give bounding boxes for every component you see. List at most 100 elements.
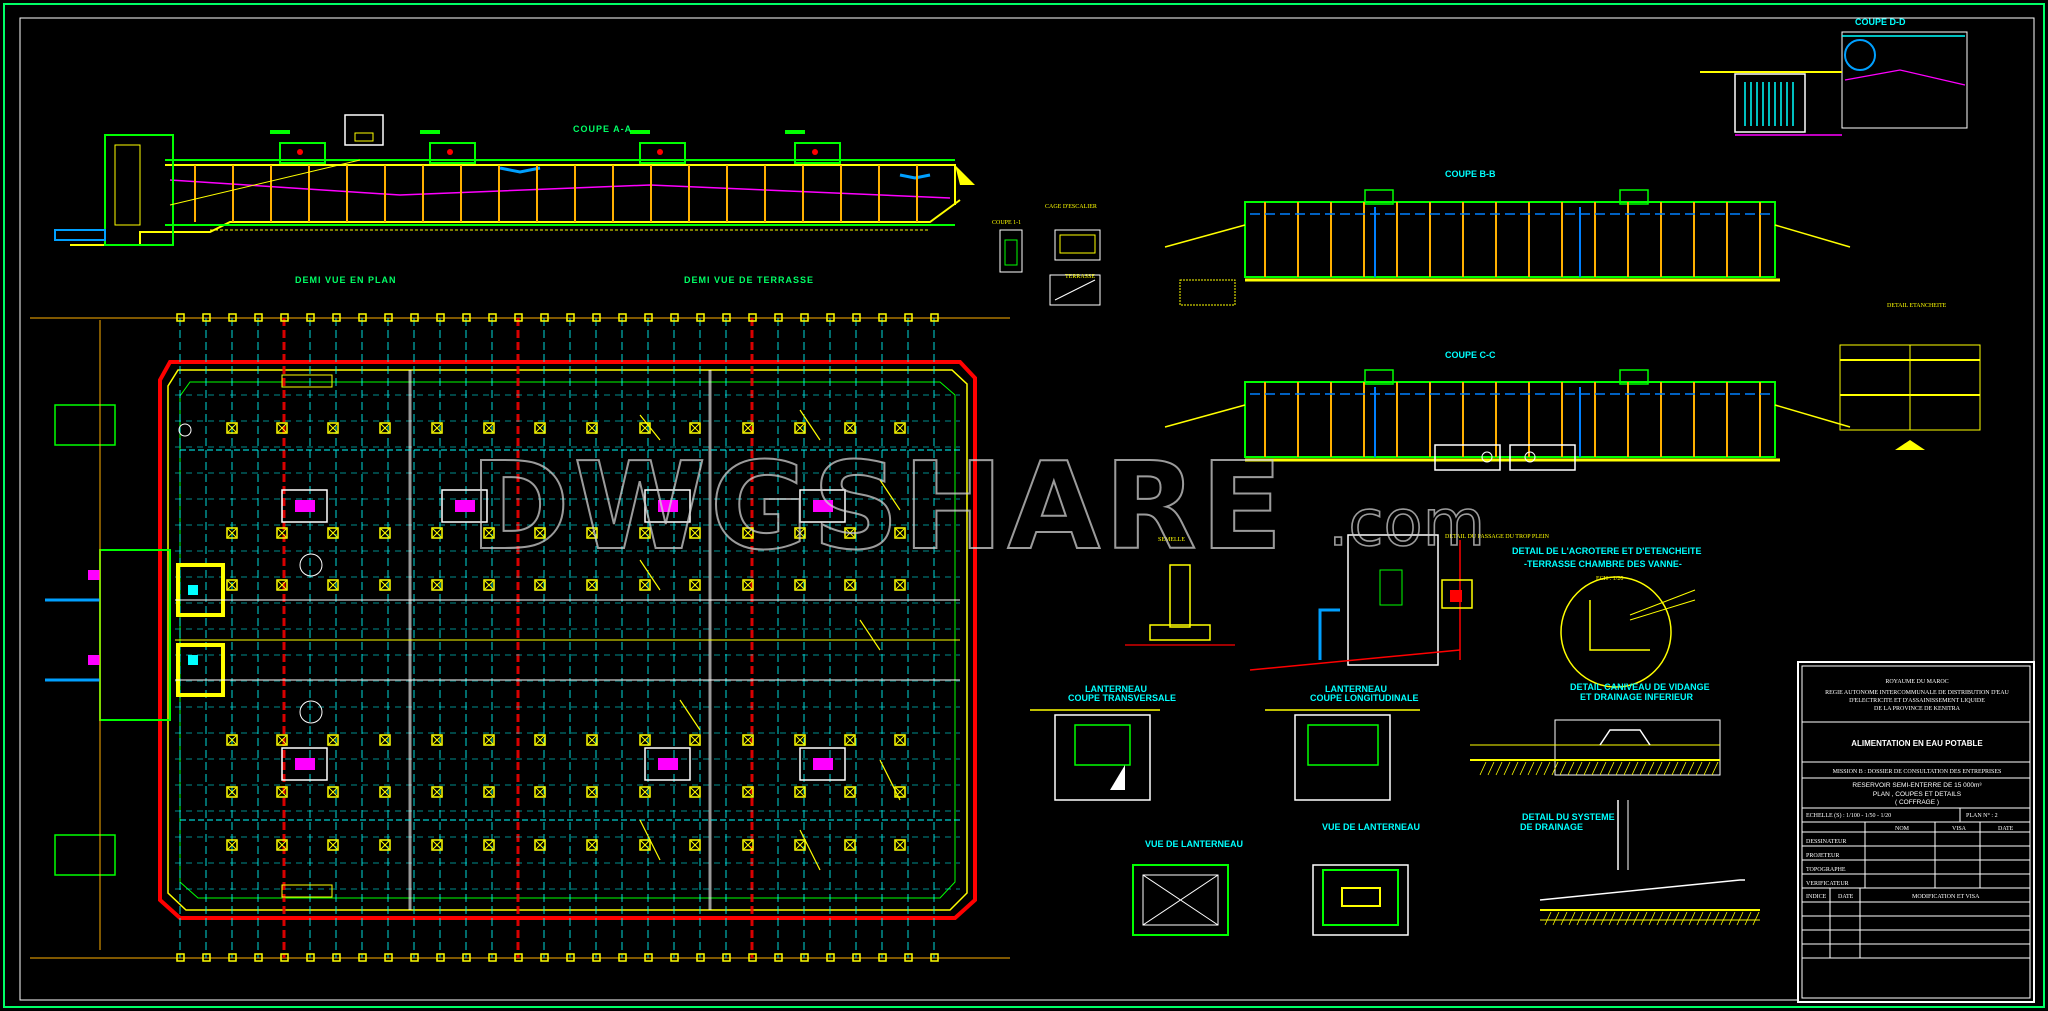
- pillar-cross: [432, 580, 442, 590]
- detail-drainage-title-1: DETAIL DU SYSTEME: [1522, 812, 1615, 822]
- hatch-line: [1487, 761, 1495, 776]
- tb-row-verificateur: VERIFICATEUR: [1806, 881, 1849, 887]
- tb-org-3: DE LA PROVINCE DE KENITRA: [1874, 706, 1961, 712]
- pillar: [534, 422, 546, 434]
- coupe-aa-columns: [194, 165, 918, 222]
- detail-caniveau-title-1: DETAIL CANIVEAU DE VIDANGE: [1570, 682, 1710, 692]
- coupe-aa-title: COUPE A-A: [573, 124, 632, 134]
- pillar: [794, 422, 806, 434]
- grid-column-tag: [852, 953, 861, 962]
- coupe-aa-section: COUPE A-A: [54, 114, 975, 246]
- slope-mark: [639, 819, 661, 861]
- grid-column-tag: [826, 953, 835, 962]
- pillar: [639, 734, 651, 746]
- pillar-cross: [380, 580, 390, 590]
- pillar: [894, 527, 906, 539]
- pillar-cross: [432, 735, 442, 745]
- pillar: [379, 839, 391, 851]
- slope-mark: [799, 829, 821, 871]
- hatch-line: [1599, 761, 1607, 776]
- pillar: [431, 579, 443, 591]
- pillar: [894, 579, 906, 591]
- pillar-cross: [328, 735, 338, 745]
- pillar-cross: [795, 528, 805, 538]
- hatch-line: [1591, 761, 1599, 776]
- slope-mark: [879, 479, 901, 511]
- pillar: [689, 579, 701, 591]
- grid-column-tag: [280, 953, 289, 962]
- pillar: [276, 579, 288, 591]
- detail-etancheite-title: DETAIL ETANCHEITE: [1887, 303, 1947, 309]
- tb-rev-indice: INDICE: [1806, 894, 1827, 900]
- pillar-cross: [380, 528, 390, 538]
- pillar: [379, 527, 391, 539]
- pillar: [639, 786, 651, 798]
- grid-column-tag: [410, 313, 419, 322]
- pillar: [431, 734, 443, 746]
- grid-column-tag: [514, 313, 523, 322]
- hatch-line: [1696, 911, 1704, 926]
- hatch-line: [1703, 761, 1711, 776]
- hatch-line: [1511, 761, 1519, 776]
- pillar-cross: [328, 840, 338, 850]
- grid-column-tag: [436, 953, 445, 962]
- grid-column-tag: [670, 313, 679, 322]
- pillar: [894, 839, 906, 851]
- grid-column-tag: [592, 953, 601, 962]
- coupe-dd-title: COUPE D-D: [1855, 17, 1906, 27]
- pillar: [742, 579, 754, 591]
- pillar: [689, 422, 701, 434]
- hatch-line: [1744, 911, 1752, 926]
- grid-column-tag: [748, 953, 757, 962]
- detail-trop-plein-title: DETAIL DU PASSAGE DU TROP PLEIN: [1445, 534, 1550, 540]
- pillar: [327, 527, 339, 539]
- tb-row-dessinateur: DESSINATEUR: [1806, 839, 1846, 845]
- pillar: [586, 839, 598, 851]
- hatch-line: [1584, 911, 1592, 926]
- pillar-cross: [484, 840, 494, 850]
- grid-column-tag: [670, 953, 679, 962]
- grid-column-tag: [384, 953, 393, 962]
- grid-column-tag: [254, 953, 263, 962]
- tb-coffrage: ( COFFRAGE ): [1895, 799, 1939, 806]
- slope-mark: [879, 759, 901, 801]
- grid-column-tag: [878, 953, 887, 962]
- pillar: [483, 734, 495, 746]
- pillar-cross: [743, 840, 753, 850]
- pillar: [276, 734, 288, 746]
- pillar-cross: [795, 580, 805, 590]
- grid-column-tag: [618, 953, 627, 962]
- pillar-cross: [895, 840, 905, 850]
- vent-marker: [297, 149, 303, 155]
- grid-column-tag: [722, 313, 731, 322]
- hatch-line: [1527, 761, 1535, 776]
- plan-terrace-slope-marks: [639, 409, 901, 871]
- tb-row-projeteur: PROJETEUR: [1806, 853, 1839, 859]
- vent-cap: [420, 130, 440, 134]
- pillar: [327, 839, 339, 851]
- pillar-cross: [690, 840, 700, 850]
- pillar: [327, 579, 339, 591]
- hatch-line: [1592, 911, 1600, 926]
- pillar: [226, 422, 238, 434]
- pillar-cross: [640, 735, 650, 745]
- title-block: ROYAUME DU MAROC REGIE AUTONOME INTERCOM…: [1797, 661, 2035, 1003]
- pillar-cross: [690, 528, 700, 538]
- hatch-line: [1559, 761, 1567, 776]
- pillar: [742, 422, 754, 434]
- slope-mark: [679, 699, 701, 731]
- hatch-line: [1656, 911, 1664, 926]
- tb-project: ALIMENTATION EN EAU POTABLE: [1851, 739, 1983, 748]
- pillar: [794, 734, 806, 746]
- pillar-cross: [690, 423, 700, 433]
- vent-box: [429, 142, 476, 164]
- grid-column-tag: [254, 313, 263, 322]
- pillar-cross: [845, 423, 855, 433]
- terrasse-chambre-title: -TERRASSE CHAMBRE DES VANNE-: [1524, 559, 1682, 569]
- pillar: [894, 422, 906, 434]
- hatch-line: [1616, 911, 1624, 926]
- pillar-cross: [743, 787, 753, 797]
- grid-column-tag: [774, 953, 783, 962]
- tb-echelle: ECHELLE (S) : 1/100 - 1/50 - 1/20: [1806, 812, 1891, 819]
- pillar: [379, 579, 391, 591]
